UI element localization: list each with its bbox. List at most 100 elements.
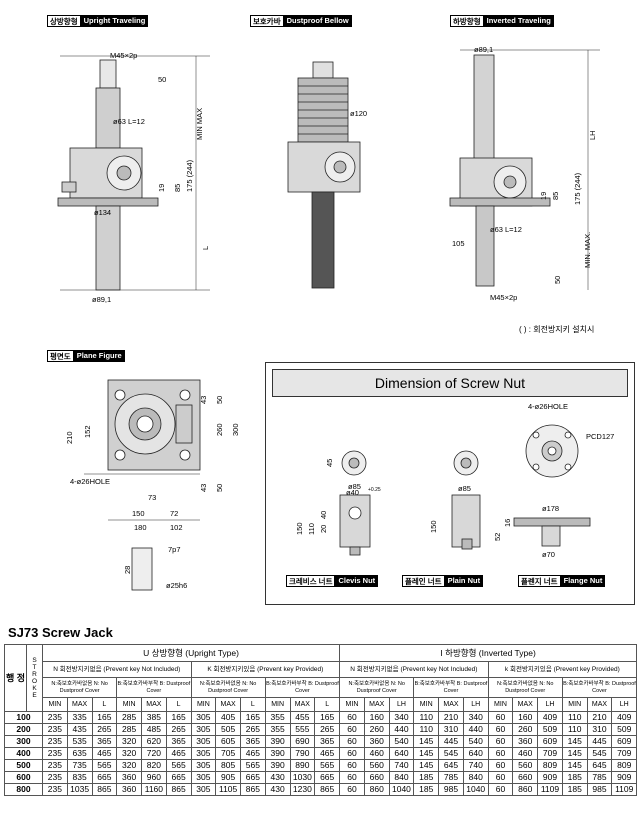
- value-cell: 360: [512, 735, 539, 748]
- column-header: MIN: [413, 697, 440, 712]
- value-cell: 60: [487, 783, 514, 796]
- value-cell: 305: [190, 771, 217, 784]
- value-cell: 360: [116, 771, 142, 784]
- column-header: L: [165, 697, 192, 712]
- value-cell: 555: [289, 723, 316, 736]
- inverted-type-header: I 하방향형 (Inverted Type): [339, 644, 638, 662]
- value-cell: 285: [116, 711, 142, 724]
- value-cell: 865: [91, 783, 118, 796]
- value-cell: 165: [240, 711, 266, 724]
- value-cell: 660: [363, 771, 390, 784]
- value-cell: 1160: [141, 783, 167, 796]
- technical-drawings: M45×2p 50 MIN MAX ø63 L=12 175 (244) 85 …: [57, 45, 600, 591]
- value-cell: 645: [586, 759, 613, 772]
- dim-102: 102: [170, 523, 183, 532]
- value-cell: 235: [42, 735, 68, 748]
- value-cell: 165: [165, 711, 192, 724]
- value-cell: 145: [561, 747, 588, 760]
- value-cell: 509: [537, 723, 563, 736]
- dim-25: ø25h6: [166, 581, 187, 590]
- value-cell: 210: [438, 711, 464, 724]
- value-cell: 360: [116, 783, 142, 796]
- value-cell: 390: [264, 759, 291, 772]
- column-header: MAX: [289, 697, 316, 712]
- value-cell: 860: [363, 783, 390, 796]
- dim-89-1-inverted: ø89,1: [474, 45, 493, 54]
- value-cell: 365: [91, 735, 118, 748]
- value-cell: 355: [264, 711, 291, 724]
- value-cell: 545: [586, 747, 613, 760]
- column-header: MIN: [264, 697, 291, 712]
- plain-tag-ko: 플레인 너트: [402, 575, 445, 587]
- value-cell: 60: [487, 711, 514, 724]
- value-cell: 405: [215, 711, 241, 724]
- stroke-cell: 200: [4, 723, 43, 736]
- value-cell: 785: [438, 771, 464, 784]
- value-cell: 160: [363, 711, 390, 724]
- value-cell: 265: [240, 723, 266, 736]
- nut-dim-40-tolerance: +0.25: [368, 487, 381, 493]
- value-cell: 909: [611, 771, 638, 784]
- value-cell: 560: [363, 759, 390, 772]
- nut-dim-20: 20: [319, 525, 328, 533]
- value-cell: 265: [314, 723, 341, 736]
- value-cell: 165: [314, 711, 341, 724]
- value-cell: 509: [611, 723, 638, 736]
- value-cell: 365: [314, 735, 341, 748]
- inverted-jack-drawing: [449, 54, 551, 287]
- value-cell: 305: [190, 759, 217, 772]
- dim-105: 105: [452, 239, 465, 248]
- bellow-tag-ko: 보호카바: [250, 15, 284, 27]
- value-cell: 609: [611, 735, 638, 748]
- flange-dim-178: ø178: [542, 504, 559, 513]
- plain-dim-150: 150: [429, 520, 438, 533]
- value-cell: 235: [42, 783, 68, 796]
- dim-43: 43: [199, 396, 208, 404]
- value-cell: 185: [413, 771, 440, 784]
- column-header: LH: [462, 697, 489, 712]
- value-cell: 60: [487, 735, 514, 748]
- column-header: MAX: [363, 697, 390, 712]
- value-cell: 409: [537, 711, 563, 724]
- upright-jack-drawing: [57, 59, 159, 291]
- plane-view-drawing: [107, 379, 201, 591]
- value-cell: 1040: [462, 783, 489, 796]
- nut-dim-45: 45: [325, 459, 334, 467]
- column-header: MIN: [190, 697, 217, 712]
- value-cell: 740: [462, 759, 489, 772]
- value-cell: 60: [339, 747, 365, 760]
- dim-210: 210: [65, 431, 74, 444]
- bellow-jack-drawing: [287, 61, 361, 289]
- stroke-cell: 100: [4, 711, 43, 724]
- column-header: MAX: [215, 697, 241, 712]
- value-cell: 565: [314, 759, 341, 772]
- value-cell: 465: [314, 747, 341, 760]
- cover-subheader: B:축보호카바부착 B: Dustproof Cover: [413, 677, 489, 698]
- value-cell: 1030: [289, 771, 316, 784]
- value-cell: 335: [66, 711, 93, 724]
- screw-nut-box: Dimension of Screw Nut 45 ø85 ø40 +0.25 …: [265, 362, 635, 605]
- clevis-tag-en: Clevis Nut: [335, 575, 379, 587]
- value-cell: 60: [339, 759, 365, 772]
- value-cell: 485: [141, 723, 167, 736]
- value-cell: 60: [487, 771, 514, 784]
- value-cell: 320: [116, 735, 142, 748]
- dim-LH: LH: [588, 130, 597, 140]
- clevis-tag-ko: 크레비스 너트: [286, 575, 336, 587]
- plain-dim-85: ø85: [458, 484, 471, 493]
- cover-subheader: B:축보호카바부착 B: Dustproof Cover: [116, 677, 192, 698]
- value-cell: 840: [462, 771, 489, 784]
- value-cell: 690: [289, 735, 316, 748]
- value-cell: 185: [561, 783, 588, 796]
- value-cell: 465: [240, 747, 266, 760]
- flange-dim-pcd: PCD127: [586, 432, 614, 441]
- inverted-tag-ko: 하방향형: [450, 15, 484, 27]
- value-cell: 110: [561, 723, 588, 736]
